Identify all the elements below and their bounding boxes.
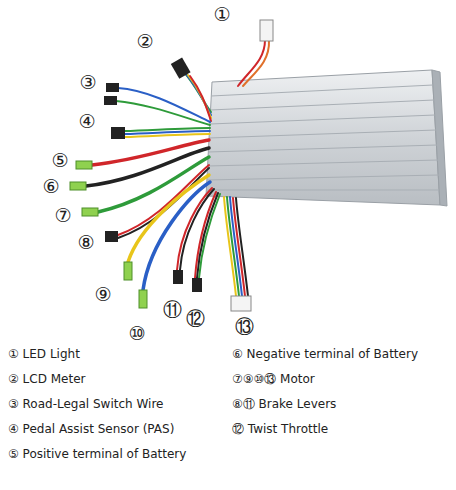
callout-number: ⑥: [42, 176, 59, 197]
fin-line: [207, 175, 439, 180]
white-connector: [260, 20, 273, 41]
fin-line: [208, 145, 437, 152]
bullet-terminal: [124, 262, 132, 280]
callout-number: ⑩: [128, 323, 145, 344]
fin-line: [209, 130, 436, 138]
wire: [243, 40, 269, 86]
callout-number: ⑬: [235, 316, 254, 337]
callout-number: ④: [78, 111, 95, 132]
wire: [124, 134, 210, 137]
black-connector: [106, 83, 119, 92]
callout-number: ⑨: [94, 284, 111, 305]
wire: [233, 198, 245, 296]
legend-text: ④ Pedal Assist Sensor (PAS): [8, 423, 174, 436]
controller-end-face: [432, 70, 447, 206]
legend-text: ① LED Light: [8, 348, 80, 361]
callout-number: ③: [79, 72, 96, 93]
bullet-terminal: [70, 182, 86, 190]
wire: [118, 88, 210, 122]
legend-text: ⑤ Positive terminal of Battery: [8, 448, 186, 461]
legend-text: ⑧⑪ Brake Levers: [232, 398, 336, 411]
black-connector: [171, 58, 191, 79]
wire: [236, 198, 248, 296]
legend-text: ③ Road-Legal Switch Wire: [8, 398, 163, 411]
wire: [116, 101, 210, 125]
legend-text: ⑫ Twist Throttle: [232, 423, 328, 436]
wire: [199, 194, 220, 278]
black-connector: [173, 270, 183, 284]
bullet-terminal: [139, 290, 147, 308]
black-connector: [192, 278, 202, 292]
callout-number: ⑧: [77, 232, 94, 253]
wire: [128, 175, 209, 262]
fin-line: [211, 85, 433, 96]
wire: [118, 165, 209, 235]
controller-housing: [206, 70, 440, 205]
fin-line: [208, 160, 438, 166]
callout-number: ②: [136, 31, 153, 52]
black-connector: [111, 127, 125, 139]
black-connector: [105, 231, 118, 242]
legend-text: ⑦⑨⑩⑬ Motor: [232, 373, 315, 386]
fin-line: [207, 190, 439, 191]
fin-line: [210, 115, 435, 124]
legend-text: ② LCD Meter: [8, 373, 85, 386]
callout-number: ⑫: [186, 308, 205, 329]
bullet-terminal: [82, 208, 98, 216]
callout-number: ⑤: [51, 150, 68, 171]
callout-number: ⑦: [54, 205, 71, 226]
bullet-terminal: [76, 161, 92, 169]
legend-text: ⑥ Negative terminal of Battery: [232, 348, 418, 361]
wire: [238, 40, 265, 86]
wire: [118, 168, 209, 238]
wire: [230, 197, 242, 296]
white-connector: [231, 296, 251, 311]
callout-number: ①: [213, 4, 230, 25]
fin-line: [210, 100, 434, 110]
callout-number: ⑪: [163, 299, 182, 320]
black-connector: [104, 96, 117, 105]
wire-bundle: [86, 40, 269, 296]
cooling-fins: [207, 85, 439, 190]
